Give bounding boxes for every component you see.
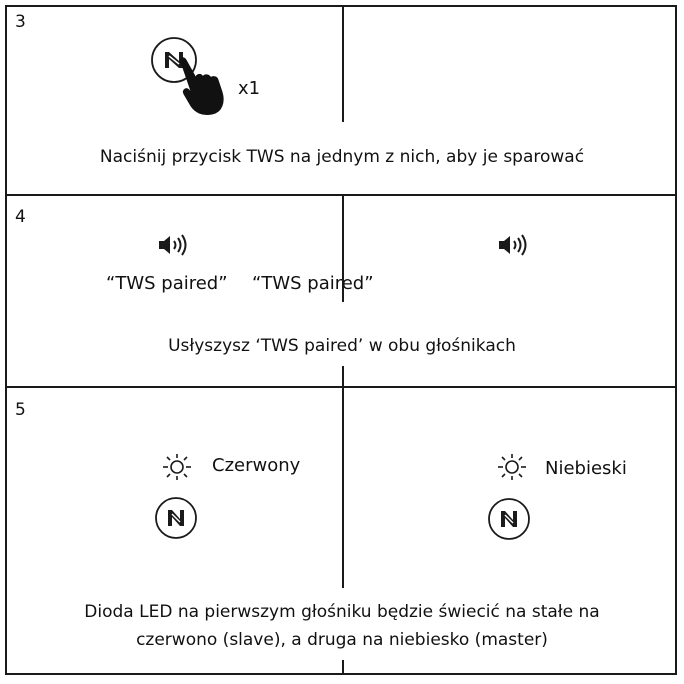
step-5-caption-line-1: Dioda LED na pierwszym głośniku będzie ś… [84, 602, 600, 622]
tws-button-press-icon [151, 37, 224, 115]
led-red-label: Czerwony [212, 455, 301, 476]
step-3-caption: Naciśnij przycisk TWS na jednym z nich, … [99, 147, 585, 167]
led-light-icon-left [163, 454, 191, 480]
step-4-caption: Usłyszysz ‘TWS paired’ w obu głośnikach [168, 336, 516, 356]
step-5-number: 5 [15, 400, 26, 420]
divider-step-3-4 [5, 194, 677, 196]
step-5-caption-line-2: czerwono (slave), a druga na niebiesko (… [136, 630, 548, 650]
speaker-sound-icon-left [159, 234, 187, 256]
tws-logo-icon [165, 52, 183, 68]
led-blue-label: Niebieski [545, 458, 627, 479]
tws-logo-icon-left [155, 497, 197, 539]
center-divider-mid [342, 196, 344, 302]
center-divider-bottom [342, 388, 344, 588]
tws-logo-icon-right [488, 498, 530, 540]
instruction-frame [5, 5, 677, 675]
tws-paired-right-label: “TWS paired” [252, 273, 374, 294]
center-divider-top [342, 5, 344, 122]
divider-step-4-5 [5, 386, 677, 388]
center-divider-mid-lower [342, 366, 344, 388]
tws-paired-left-label: “TWS paired” [106, 273, 228, 294]
led-light-icon-right [498, 454, 526, 480]
step-3-number: 3 [15, 12, 26, 32]
pointing-hand-icon [180, 57, 224, 115]
tap-count-label: x1 [238, 78, 261, 99]
speaker-sound-icon-right [499, 234, 527, 256]
center-divider-tail [342, 660, 344, 675]
step-4-number: 4 [15, 207, 26, 227]
